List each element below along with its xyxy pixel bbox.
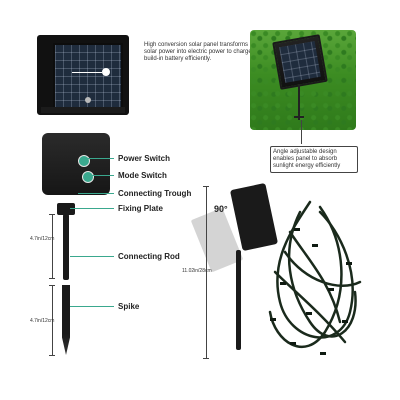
solar-panel-pointer [72,72,102,73]
connecting-rod-image [63,214,69,280]
angle-pointer-line [301,120,302,144]
power-switch-label: Power Switch [118,154,171,163]
rotation-angle-label: 90° [214,204,228,214]
connecting-trough-line [78,193,114,194]
spike-dimension-line [52,285,53,355]
spike-line [70,306,114,307]
light-control-box [42,133,110,195]
solar-panel-caption: High conversion solar panel transforms s… [144,42,252,62]
rod-length-label: 4.7in/12cm [30,236,55,242]
mode-switch-icon [82,171,94,183]
total-height-line [206,186,207,358]
power-switch-icon [78,155,90,167]
rod-dimension-line [52,214,53,278]
fixing-plate-line [70,208,114,209]
mode-switch-label: Mode Switch [118,171,167,180]
solar-panel-front-image [37,35,129,115]
fixing-plate-image [57,203,75,215]
total-height-label: 11.02in/28cm [182,268,212,274]
spike-length-label: 4.7in/12cm [30,318,55,324]
connecting-rod-label: Connecting Rod [118,252,180,261]
connecting-rod-line [70,256,114,257]
connecting-trough-label: Connecting Trough [118,189,192,198]
spike-image [62,285,70,355]
mode-switch-line [90,175,114,176]
spike-label: Spike [118,302,140,311]
power-switch-line [86,158,114,159]
lawn-photo [250,30,356,130]
pointer-dot-icon [102,68,110,76]
angle-caption: Angle adjustable design enables panel to… [270,146,358,173]
angle-rod-image [236,250,241,350]
fixing-plate-label: Fixing Plate [118,204,163,213]
light-sensor-icon [85,97,91,103]
light-string-coil-image [268,200,362,355]
